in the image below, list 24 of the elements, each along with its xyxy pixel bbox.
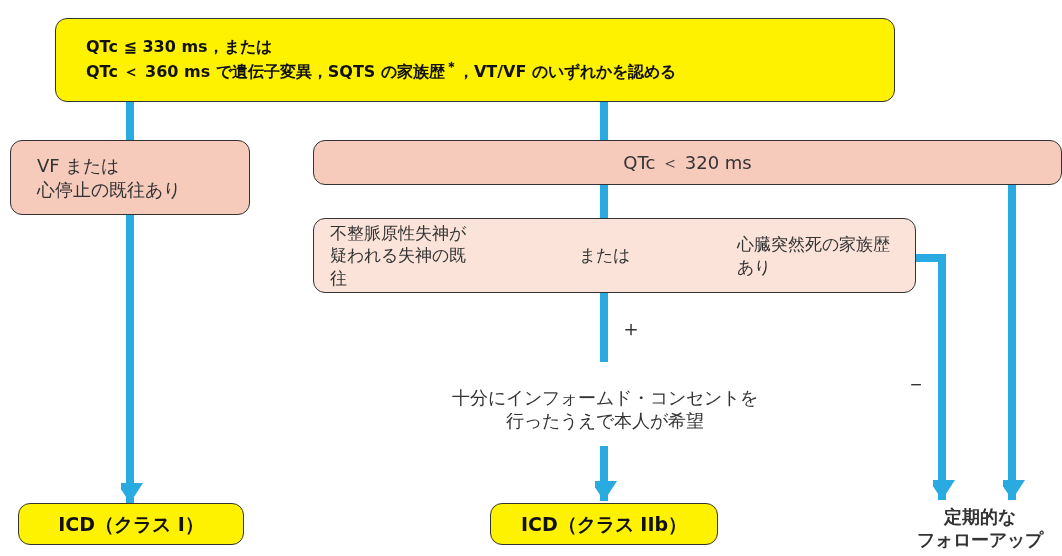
- box-text: ICD（クラス I）: [58, 511, 204, 537]
- result-box: [490, 503, 718, 545]
- box-text: 心臓突然死の家族歴あり: [736, 233, 891, 278]
- box-text: QTc ≦ 330 ms，または: [86, 37, 272, 58]
- condition-text: 十分にインフォームド・コンセントを行ったうえで本人が希望: [451, 385, 759, 433]
- box-text: QTc ＜ 360 ms で遺伝子変異，SQTS の家族歴$^{＊}$，VT/VF のいずれかを認める: [86, 57, 676, 83]
- box-text: QTc ＜ 320 ms: [623, 150, 752, 175]
- condition-box: [10, 140, 250, 215]
- box-text: ICD（クラス IIb）: [520, 511, 688, 537]
- box-text: VF または: [37, 154, 120, 178]
- connector-line: [600, 102, 608, 140]
- condition-box: [313, 218, 916, 293]
- result-box: [18, 503, 244, 545]
- box-text: または: [578, 244, 630, 267]
- box-text: 心停止の既往あり: [37, 177, 181, 201]
- condition-box: [313, 140, 1062, 185]
- edge-label: ＋: [620, 318, 642, 340]
- result-text: フォローアップ: [917, 528, 1043, 552]
- connector-line: [126, 102, 134, 140]
- box-text: 不整脈原性失神が疑われる失神の既往: [330, 222, 467, 289]
- edge-label: －: [905, 373, 927, 395]
- connector-line: [600, 185, 608, 218]
- result-text: 定期的な: [944, 504, 1016, 528]
- condition-box: [55, 18, 895, 102]
